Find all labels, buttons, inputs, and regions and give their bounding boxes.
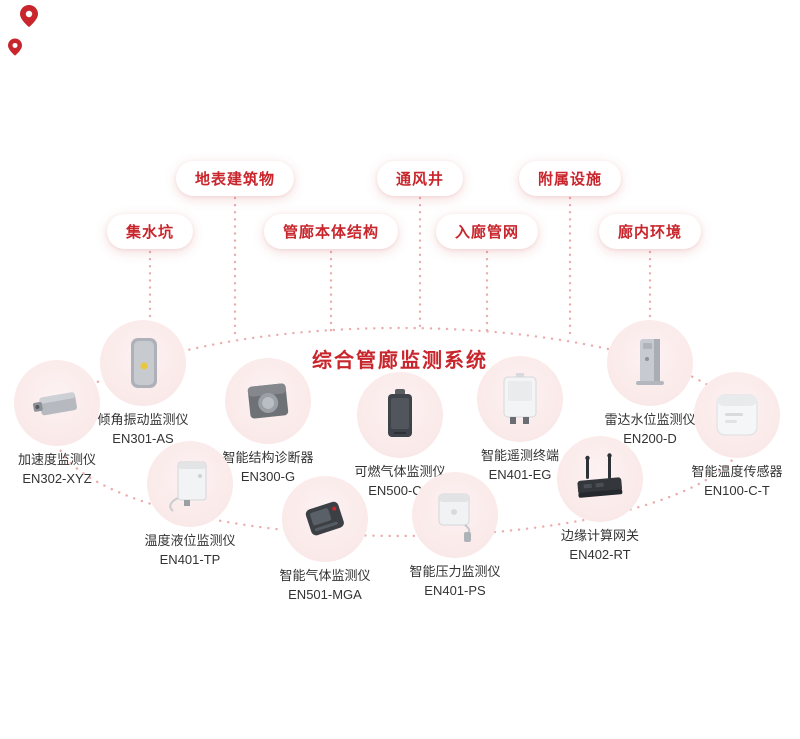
location-pin-icon [20,5,38,27]
device-halo [357,372,443,458]
category-pill-sump-pit: 集水坑 [106,214,194,249]
device-model: EN401-TP [159,552,221,568]
device-model: EN302-XYZ [22,471,92,487]
device-name: 边缘计算网关 [560,528,639,543]
tilt-vibration-device-icon [131,338,157,388]
device-temp-liquid-level-monitor: 温度液位监测仪 EN401-TP [123,441,257,569]
device-smart-temperature-sensor: 智能温度传感器 EN100-C-T [670,372,800,500]
device-model: EN100-C-T [704,483,770,499]
structure-diagnostic-device-icon [247,383,289,419]
device-accelerometer: 加速度监测仪 EN302-XYZ [0,360,124,488]
category-pill-gallery-structure: 管廊本体结构 [263,214,399,249]
device-name: 加速度监测仪 [17,452,96,467]
device-edge-computing-gateway: 边缘计算网关 EN402-RT [533,436,667,564]
device-model: EN401-PS [424,583,486,599]
combustible-gas-device-icon [388,389,412,437]
device-halo [100,320,186,406]
device-halo [557,436,643,522]
device-tilt-vibration-monitor: 倾角振动监测仪 EN301-AS [76,320,210,448]
device-model: EN501-MGA [288,587,362,603]
device-name: 智能结构诊断器 [222,450,314,465]
device-name: 智能温度传感器 [691,464,783,479]
device-model: EN301-AS [112,431,174,447]
device-name: 倾角振动监测仪 [97,412,189,427]
category-pill-auxiliary-facilities: 附属设施 [518,161,622,196]
device-telemetry-terminal: 智能遥测终端 EN401-EG [453,356,587,484]
device-smart-gas-monitor: 智能气体监测仪 EN501-MGA [258,476,392,604]
device-smart-pressure-monitor: 智能压力监测仪 EN401-PS [388,472,522,600]
system-title: 综合管廊监测系统 [312,350,488,372]
category-pill-gallery-environment: 廊内环境 [598,214,702,249]
device-halo [225,358,311,444]
device-halo [694,372,780,458]
temp-liquid-level-device-icon [169,461,207,512]
device-structure-diagnostic: 智能结构诊断器 EN300-G [201,358,335,486]
device-name: 智能气体监测仪 [279,568,371,583]
category-pill-surface-buildings: 地表建筑物 [175,161,295,196]
category-pill-ventilation-shaft: 通风井 [376,161,464,196]
device-halo [412,472,498,558]
category-pill-incoming-pipe-network: 入廊管网 [435,214,539,249]
smart-gas-device-icon [305,501,344,536]
device-halo [282,476,368,562]
device-name: 智能压力监测仪 [409,564,501,579]
device-model: EN300-G [240,469,296,485]
device-model: EN401-EG [488,467,552,483]
device-halo [607,320,693,406]
radar-water-level-device-icon [636,339,664,385]
device-halo [147,441,233,527]
device-halo [477,356,563,442]
device-model: EN200-D [623,431,677,447]
device-name: 雷达水位监测仪 [604,412,696,427]
edge-gateway-device-icon [577,453,623,498]
device-radar-water-level-monitor: 雷达水位监测仪 EN200-D [583,320,717,448]
device-model: EN402-RT [569,547,631,563]
device-halo [14,360,100,446]
smart-pressure-device-icon [438,493,471,542]
device-name: 智能遥测终端 [480,448,559,463]
device-name: 温度液位监测仪 [144,533,236,548]
location-pin-icon [8,38,22,56]
accelerometer-device-icon [32,392,77,416]
device-name: 可燃气体监测仪 [354,464,446,479]
smart-temperature-device-icon [716,394,758,436]
telemetry-terminal-device-icon [503,373,537,424]
